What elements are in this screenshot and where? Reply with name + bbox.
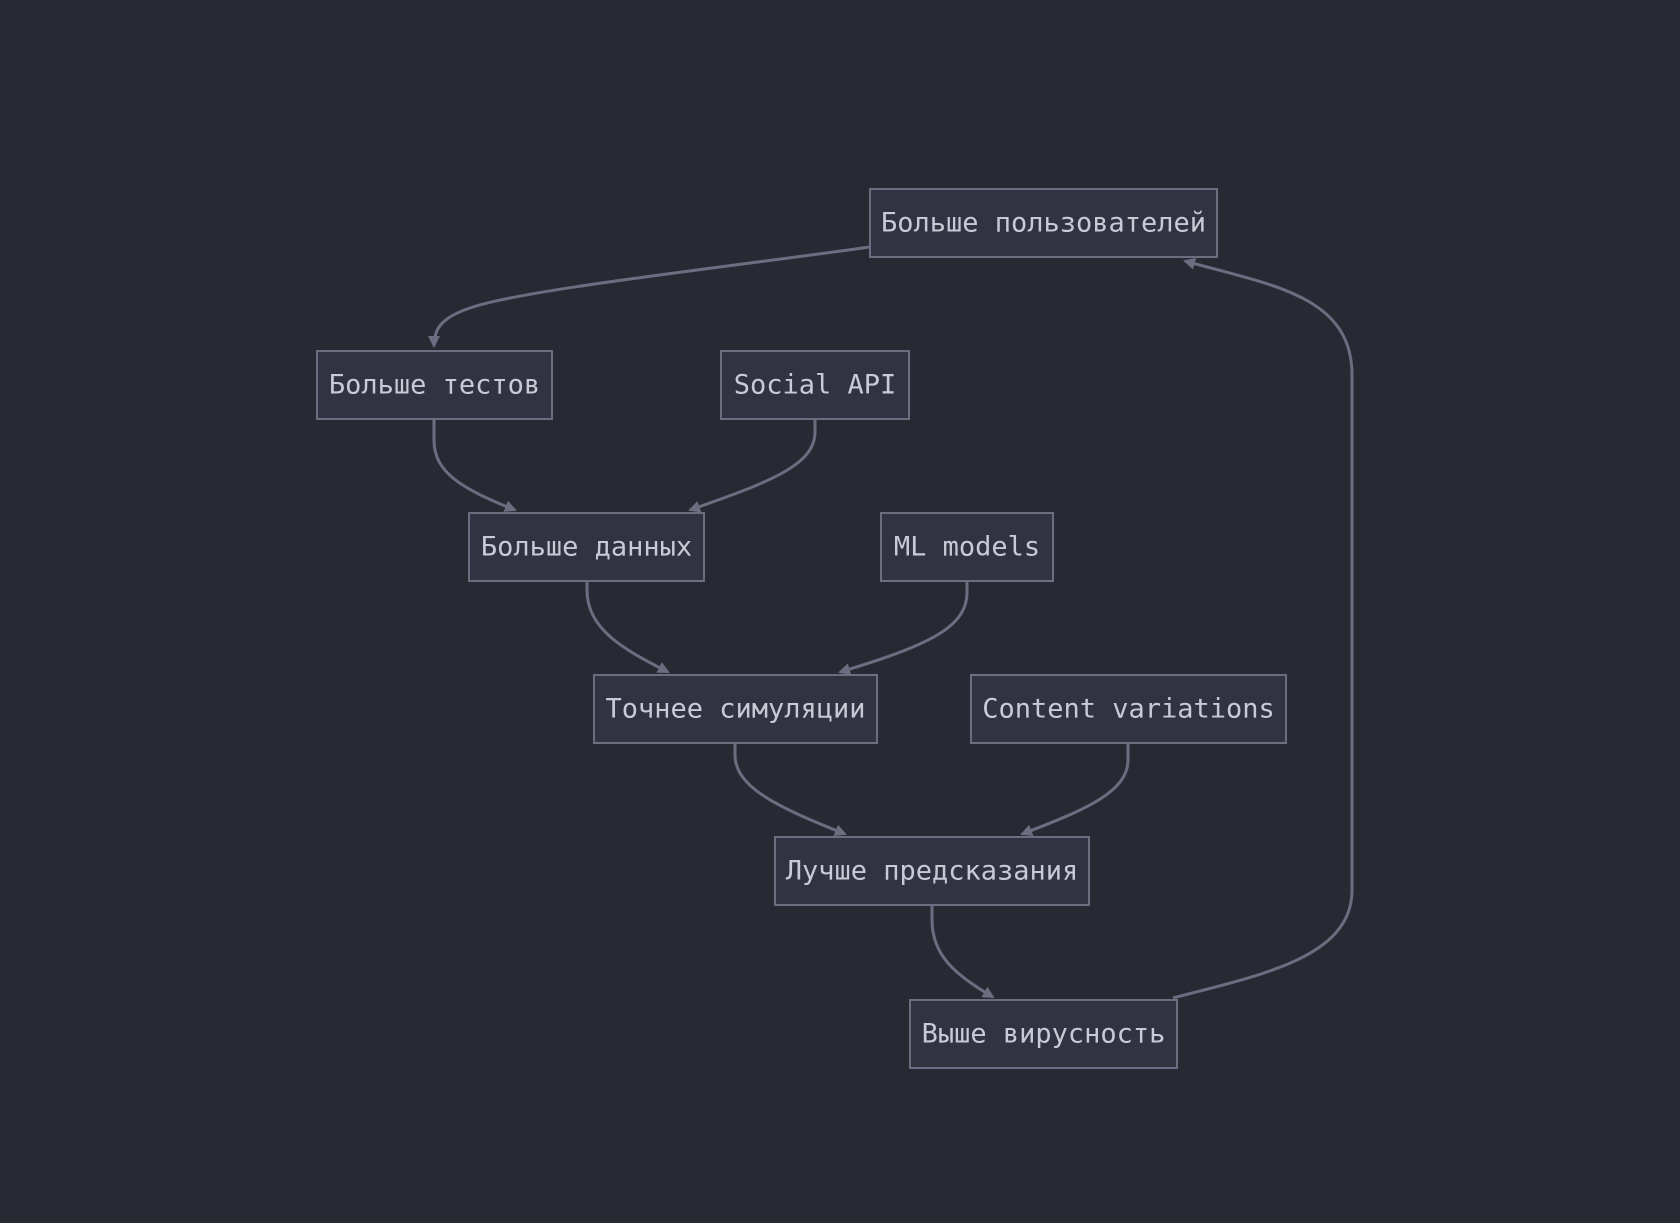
edge-more-users-to-more-tests — [428, 245, 871, 348]
node-more-users[interactable]: Больше пользователей — [869, 188, 1218, 258]
node-label: Выше вирусность — [922, 1019, 1166, 1050]
edge-more-data-to-better-sims — [585, 581, 670, 674]
edge-more-tests-to-more-data — [432, 419, 517, 512]
node-better-sims[interactable]: Точнее симуляции — [593, 674, 878, 744]
nodes: Больше пользователей Больше тестов Socia… — [316, 188, 1287, 1069]
node-label: Больше данных — [481, 532, 692, 563]
node-more-data[interactable]: Больше данных — [468, 512, 705, 582]
node-box — [593, 674, 878, 744]
edge-better-predictions-to-higher-virality — [930, 905, 995, 999]
node-label: Content variations — [982, 694, 1275, 725]
node-label: Больше пользователей — [881, 208, 1206, 239]
edge-content-variations-to-better-predictions — [1020, 743, 1130, 837]
edge-social-api-to-more-data — [688, 419, 817, 513]
node-label: Точнее симуляции — [605, 694, 865, 725]
node-box — [880, 512, 1054, 582]
edge-ml-models-to-better-sims — [838, 581, 969, 675]
node-higher-virality[interactable]: Выше вирусность — [909, 999, 1178, 1069]
node-label: ML models — [894, 532, 1040, 563]
node-better-predictions[interactable]: Лучше предсказания — [774, 836, 1090, 906]
node-social-api[interactable]: Social API — [720, 350, 910, 420]
node-label: Social API — [734, 370, 897, 401]
node-ml-models[interactable]: ML models — [880, 512, 1054, 582]
node-label: Лучше предсказания — [786, 856, 1079, 887]
edges — [428, 245, 1354, 1000]
node-box — [774, 836, 1090, 906]
edge-higher-virality-to-more-users — [1172, 257, 1354, 1000]
node-box — [468, 512, 705, 582]
node-content-variations[interactable]: Content variations — [970, 674, 1287, 744]
node-box — [720, 350, 910, 420]
node-box — [970, 674, 1287, 744]
node-label: Больше тестов — [329, 370, 540, 401]
node-box — [869, 188, 1218, 258]
edge-better-sims-to-better-predictions — [733, 743, 847, 836]
node-box — [909, 999, 1178, 1069]
node-box — [316, 350, 553, 420]
node-more-tests[interactable]: Больше тестов — [316, 350, 553, 420]
